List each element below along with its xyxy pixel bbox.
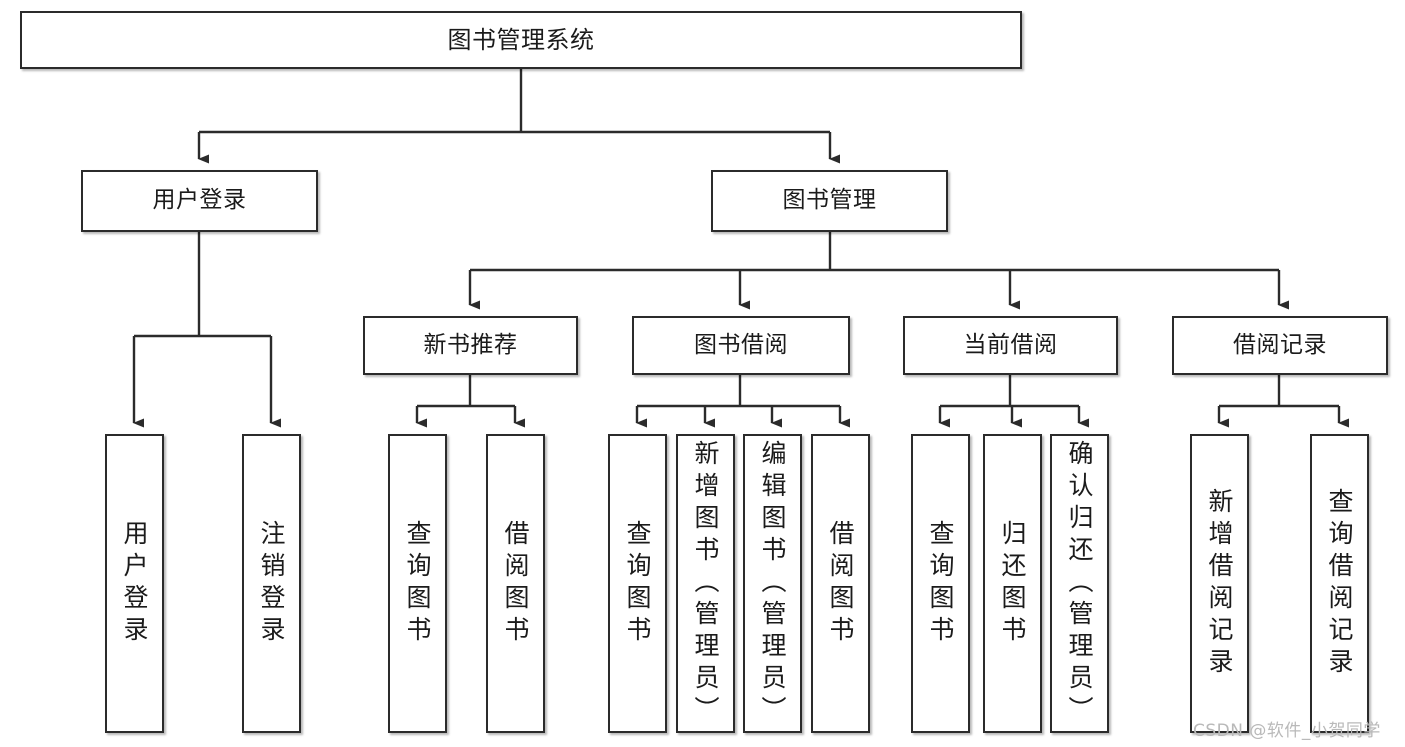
node-current-borrow-label: 当前借阅 [963,331,1058,358]
node-leaf-edit-book[interactable]: 编辑图书（管理员） [743,434,802,733]
node-leaf-borrow-book-1-label: 借阅图书 [501,519,530,648]
node-leaf-borrow-book-2[interactable]: 借阅图书 [811,434,870,733]
node-user-login[interactable]: 用户登录 [81,170,318,232]
node-leaf-confirm-return[interactable]: 确认归还（管理员） [1050,434,1109,733]
node-leaf-confirm-return-label: 确认归还（管理员） [1065,440,1094,728]
node-leaf-borrow-book-1[interactable]: 借阅图书 [486,434,545,733]
node-leaf-user-login[interactable]: 用户登录 [105,434,164,733]
node-leaf-query-book-1[interactable]: 查询图书 [388,434,447,733]
node-leaf-add-book[interactable]: 新增图书（管理员） [676,434,735,733]
node-leaf-user-logout-label: 注销登录 [257,519,286,648]
node-leaf-query-book-2[interactable]: 查询图书 [608,434,667,733]
node-leaf-query-book-1-label: 查询图书 [403,519,432,648]
node-current-borrow[interactable]: 当前借阅 [903,316,1118,375]
node-borrow-record-label: 借阅记录 [1233,331,1327,358]
node-leaf-query-record[interactable]: 查询借阅记录 [1310,434,1369,733]
node-leaf-add-book-label: 新增图书（管理员） [691,440,720,728]
node-user-login-label: 用户登录 [152,187,247,214]
node-leaf-query-record-label: 查询借阅记录 [1325,487,1354,680]
node-root-label: 图书管理系统 [447,25,595,54]
node-book-borrow[interactable]: 图书借阅 [632,316,850,375]
node-leaf-return-book[interactable]: 归还图书 [983,434,1042,733]
node-leaf-borrow-book-2-label: 借阅图书 [826,519,855,648]
node-leaf-edit-book-label: 编辑图书（管理员） [758,440,787,728]
node-leaf-query-book-2-label: 查询图书 [623,519,652,648]
csdn-watermark: CSDN @软件_小贺同学 [1193,721,1381,741]
node-leaf-query-book-3-label: 查询图书 [926,519,955,648]
node-leaf-return-book-label: 归还图书 [998,519,1027,648]
node-book-borrow-label: 图书借阅 [694,331,788,358]
node-book-manage[interactable]: 图书管理 [711,170,948,232]
node-root[interactable]: 图书管理系统 [20,11,1022,69]
node-leaf-add-record[interactable]: 新增借阅记录 [1190,434,1249,733]
node-leaf-user-logout[interactable]: 注销登录 [242,434,301,733]
node-leaf-query-book-3[interactable]: 查询图书 [911,434,970,733]
node-book-manage-label: 图书管理 [782,187,877,214]
node-new-book-rec[interactable]: 新书推荐 [363,316,578,375]
node-leaf-user-login-label: 用户登录 [120,519,149,648]
node-borrow-record[interactable]: 借阅记录 [1172,316,1388,375]
node-leaf-add-record-label: 新增借阅记录 [1205,487,1234,680]
node-new-book-rec-label: 新书推荐 [423,331,518,358]
